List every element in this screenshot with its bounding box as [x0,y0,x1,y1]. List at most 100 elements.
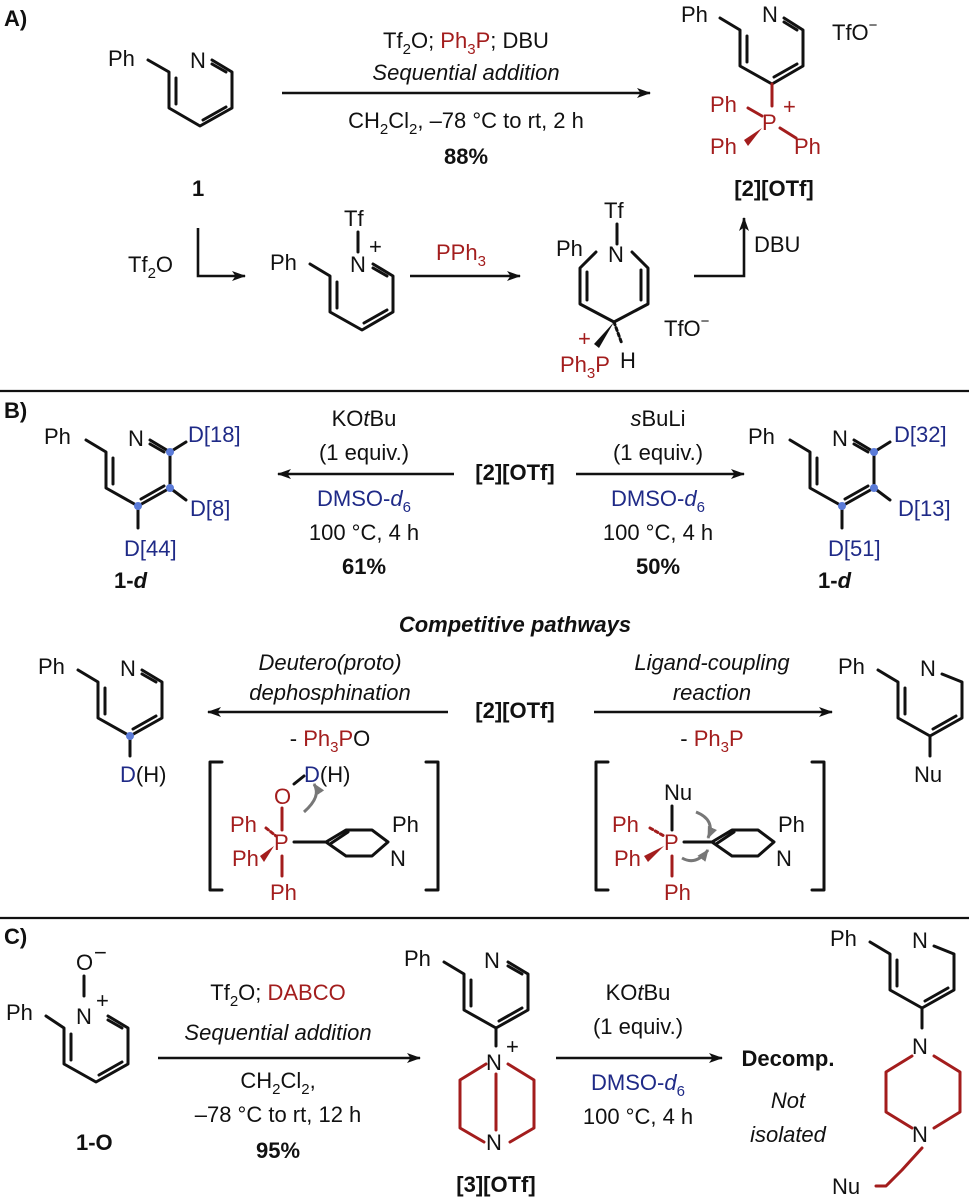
ph-label: Ph [230,812,257,837]
n-label: N [920,656,936,681]
counterion-tfo: TfO− [664,313,710,341]
ph-label: Ph [710,134,737,159]
b-right-base: sBuLi [630,406,685,431]
mech-pph3-label: PPh3 [436,240,486,270]
ph-label: Ph [778,812,805,837]
path-left-line1: Deutero(proto) [258,650,401,675]
d-h-label: D(H) [120,762,166,787]
ph-label: Ph [270,880,297,905]
o-label: O [76,950,93,975]
panel-a-conditions-1: Tf2O; Ph3P; DBU [383,28,549,58]
d-meta-right: D[13] [898,496,951,521]
compound-1d-left-structure: Ph N D[18] D[8] D[44] [44,422,241,561]
panel-c-conditions-1: Tf2O; DABCO [210,980,346,1010]
ph-label: Ph [830,926,857,951]
b-left-temp: 100 °C, 4 h [309,520,419,545]
p-label: P [664,830,679,855]
panel-c-yield: 95% [256,1138,300,1163]
n-label: N [350,252,366,277]
ph-label: Ph [710,92,737,117]
mech-dbu-label: DBU [754,232,800,257]
dephosphination-transition-state: Ph Ph P Ph O D(H) Ph N [208,760,440,905]
b-competitive-center: [2][OTf] [475,698,554,723]
ph-label: Ph [681,2,708,27]
d-para-right: D[51] [828,536,881,561]
b-left-solvent: DMSO-d6 [317,486,411,516]
path-right-line2: reaction [673,680,751,705]
n-label: N [128,426,144,451]
compound-1d-right-structure: Ph N D[32] D[13] D[51] [748,422,951,561]
piperazine-product-structure: Ph N N N Nu [830,926,962,1199]
b-left-yield: 61% [342,554,386,579]
compound-1d-left-name: 1-d [114,568,148,593]
compound-1-name: 1 [192,176,204,201]
panel-a-conditions-3: CH2Cl2, –78 °C to rt, 2 h [348,108,584,138]
ligand-coupling-transition-state: Ph Ph P Ph Nu Ph N [594,760,826,905]
compound-3-name: [3][OTf] [456,1172,535,1197]
mech-arrow-1 [196,228,246,281]
panel-c-conditions-3: CH2Cl2, [240,1068,315,1098]
n-label: N [776,846,792,871]
n-label: N [486,1130,502,1155]
b-right-yield: 50% [636,554,680,579]
b-left-base: KOtBu [332,406,397,431]
c-step2-base: KOtBu [606,980,671,1005]
panel-c-conditions-2: Sequential addition [184,1020,371,1045]
b-left-equiv: (1 equiv.) [319,440,409,465]
counterion-tfo: TfO− [832,17,878,45]
path-left-line2: dephosphination [249,680,410,705]
c-outcome: Decomp. [742,1046,835,1071]
c-outcome-note1: Not [771,1088,806,1113]
n-label: N [762,2,778,27]
n-label: N [912,1034,928,1059]
ph-label: Ph [38,654,65,679]
ph-label: Ph [392,812,419,837]
ph-label: Ph [838,654,865,679]
n-label: N [484,948,500,973]
path-right-byproduct: - Ph3P [680,726,743,756]
o-minus-charge: − [94,940,107,965]
c-outcome-note2: isolated [750,1122,827,1147]
compound-3-structure: Ph N N + N [404,946,536,1155]
tf2o-text: Tf [383,28,403,53]
n-label: N [120,656,136,681]
panel-a-label: A) [4,6,27,31]
ph-label: Ph [556,236,583,261]
n-label: N [390,846,406,871]
c-step2-equiv: (1 equiv.) [593,1014,683,1039]
o-label: O [274,784,291,809]
ph-label: Ph [794,134,821,159]
dephosphination-product-structure: Ph N D(H) [38,654,166,787]
n-plus-charge: + [96,988,109,1013]
panel-b-label: B) [4,398,27,423]
d-ortho-right: D[32] [894,422,947,447]
b-right-temp: 100 °C, 4 h [603,520,713,545]
nu-label: Nu [914,762,942,787]
mech-tf2o-label: Tf2O [128,252,173,282]
n-label: N [486,1050,502,1075]
h-label: H [620,348,636,373]
b-right-equiv: (1 equiv.) [613,440,703,465]
n-label: N [190,48,206,73]
panel-c-label: C) [4,924,27,949]
ph-label: Ph [664,880,691,905]
compound-1d-right-name: 1-d [818,568,852,593]
ph-label: Ph [44,424,71,449]
d-meta-left: D[8] [190,496,230,521]
tf-label: Tf [344,206,364,231]
panel-a-conditions-2: Sequential addition [372,60,559,85]
compound-1-structure: Ph N [108,46,234,128]
n-plus-charge: + [369,234,382,259]
compound-2-name: [2][OTf] [734,176,813,201]
path-left-byproduct: - Ph3PO [290,726,371,756]
n-tf-pyridinium-structure: Ph N + Tf [270,206,395,332]
b-center-compound: [2][OTf] [475,460,554,485]
dihydropyridine-phosphonium-structure: Ph N Tf Ph3P + H TfO− [556,198,710,382]
p-plus-charge: + [783,94,796,119]
n-label: N [912,928,928,953]
ph-label: Ph [270,250,297,275]
n-label: N [912,1122,928,1147]
c-step2-solvent: DMSO-d6 [591,1070,685,1100]
